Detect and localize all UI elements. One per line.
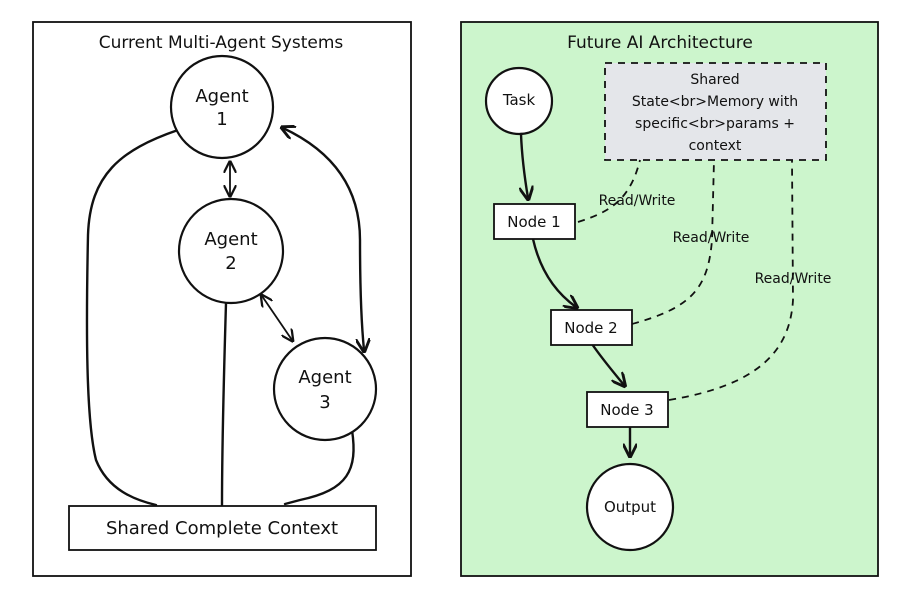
agent1-loop-left (85, 128, 180, 507)
agent-3-number: 3 (319, 392, 330, 413)
agent-3-label: Agent (298, 367, 351, 388)
node-2-rect (550, 309, 633, 346)
agent1-loop-right (283, 128, 364, 350)
rw-label-3: Read/Write (755, 271, 832, 287)
output-node: Output (585, 462, 675, 552)
node-1: Node 1 (493, 203, 576, 240)
agent-3: Agent 3 (272, 336, 378, 442)
shared-context-box: Shared Complete Context (68, 505, 377, 551)
rw-connector-node1 (577, 159, 641, 223)
task-label: Task (502, 91, 536, 109)
node-1-label: Node 1 (507, 213, 560, 231)
left-panel: Current Multi-Agent Systems Agent 1 Agen… (32, 21, 412, 577)
node-2: Node 2 (550, 309, 633, 346)
node-3-label: Node 3 (600, 401, 653, 419)
rw-connector-node2 (631, 159, 715, 325)
task-node: Task (484, 66, 554, 136)
node-1-rect (493, 203, 576, 240)
shared-context-label: Shared Complete Context (106, 518, 338, 539)
shared-state-line-3: specific<br>params + (635, 116, 795, 132)
task-to-node1-arrow (521, 132, 528, 198)
agent-1: Agent 1 (169, 54, 275, 160)
right-panel-title: Future AI Architecture (567, 33, 753, 53)
shared-state-box: Shared State<br>Memory with specific<br>… (604, 62, 827, 161)
agent-1-circle (169, 54, 275, 160)
rw-label-1: Read/Write (599, 193, 676, 209)
agent-2-number: 2 (225, 253, 236, 274)
node2-to-node3-arrow (590, 342, 624, 385)
agent-1-number: 1 (216, 109, 227, 130)
node1-to-node2-arrow (531, 237, 576, 307)
output-label: Output (604, 498, 656, 516)
task-circle (484, 66, 554, 136)
output-circle (585, 462, 675, 552)
agent-3-circle (272, 336, 378, 442)
shared-state-rect (604, 62, 827, 161)
shared-state-line-1: Shared (690, 72, 739, 88)
shared-context-rect (68, 505, 377, 551)
shared-state-line-4: context (689, 138, 742, 154)
node-3-rect (586, 391, 669, 428)
node-2-label: Node 2 (564, 319, 617, 337)
rw-label-2: Read/Write (673, 230, 750, 246)
right-panel: Future AI Architecture Task Shared State… (460, 21, 879, 577)
agent2-to-context (220, 301, 228, 507)
agent2-agent3-arrow (262, 296, 292, 340)
agent-2-circle (177, 197, 285, 305)
node-3: Node 3 (586, 391, 669, 428)
rw-connector-node3 (668, 159, 794, 401)
agent3-to-context (283, 428, 355, 506)
shared-state-line-2: State<br>Memory with (632, 94, 798, 110)
agent-1-label: Agent (195, 86, 248, 107)
left-panel-title: Current Multi-Agent Systems (99, 33, 344, 53)
agent-2: Agent 2 (177, 197, 285, 305)
agent-2-label: Agent (204, 229, 257, 250)
